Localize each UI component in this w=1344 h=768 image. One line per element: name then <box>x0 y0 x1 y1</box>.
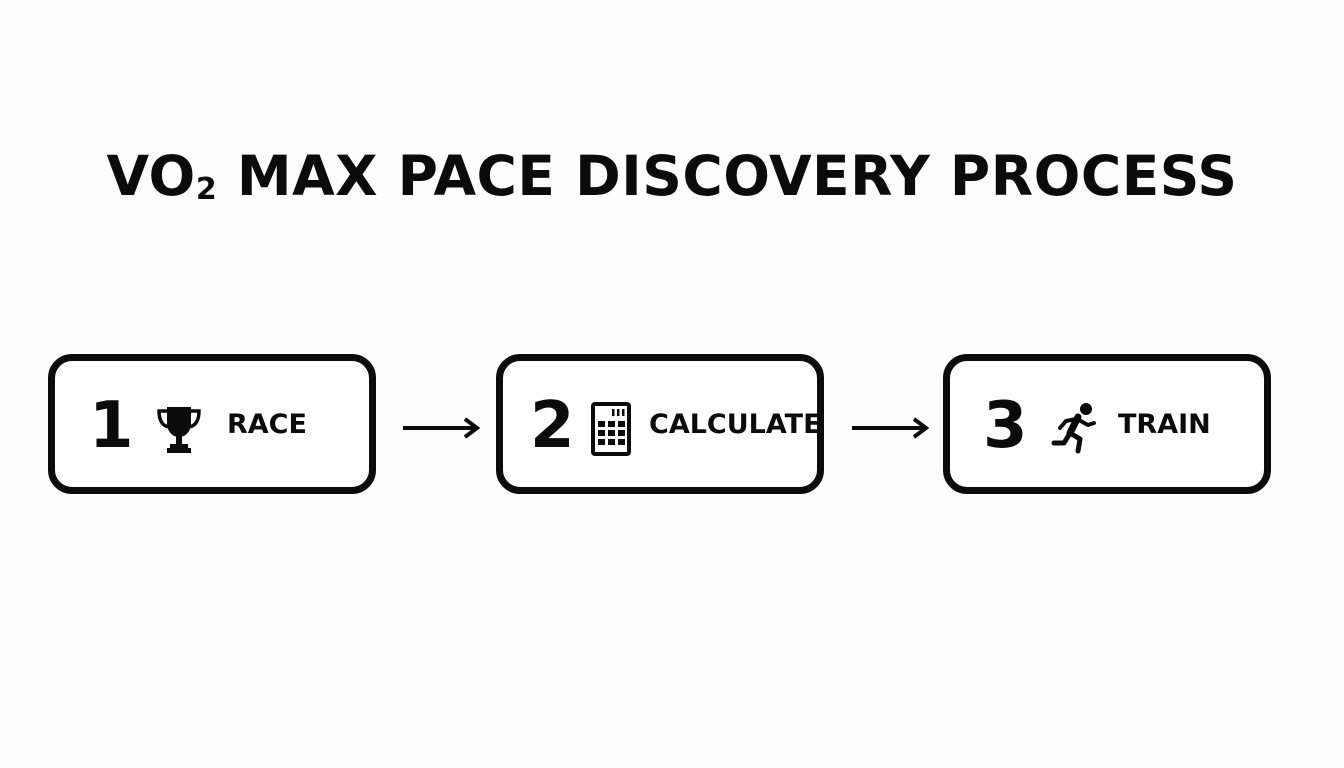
step-train-box: 3 TRAIN <box>943 354 1271 494</box>
arrow-right-icon <box>852 417 930 439</box>
step-number: 2 <box>530 389 575 463</box>
step-label: CALCULATE <box>649 409 822 440</box>
runner-icon <box>1051 403 1096 454</box>
arrow-right-icon <box>403 417 481 439</box>
calculator-icon <box>591 402 631 456</box>
step-calculate-box: 2 CALCULATE <box>496 354 824 494</box>
step-label: RACE <box>227 409 307 440</box>
title-rest: MAX PACE DISCOVERY PROCESS <box>217 144 1238 208</box>
trophy-icon <box>157 407 201 453</box>
step-race-box: 1 RACE <box>48 354 376 494</box>
step-label: TRAIN <box>1118 409 1211 440</box>
step-number: 3 <box>983 389 1028 463</box>
title-subscript: 2 <box>195 172 218 207</box>
step-number: 1 <box>89 389 134 463</box>
title-prefix: VO <box>106 144 196 208</box>
diagram-title: VO2 MAX PACE DISCOVERY PROCESS <box>0 140 1344 222</box>
